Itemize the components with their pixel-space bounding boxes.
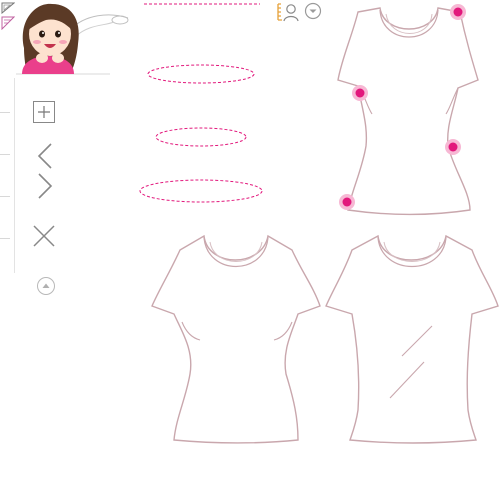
prev-icon[interactable] xyxy=(36,142,54,170)
scroll-up-icon[interactable] xyxy=(36,276,56,296)
tshirt-main[interactable] xyxy=(320,0,500,218)
tshirt-straight[interactable] xyxy=(322,228,500,448)
girl-avatar xyxy=(16,3,129,75)
seam-point-underarm xyxy=(352,85,368,101)
left-ruler-strip xyxy=(0,78,15,273)
close-icon[interactable] xyxy=(32,224,56,248)
bust-guide xyxy=(147,64,255,84)
measurement-guides xyxy=(139,3,263,203)
pencil-corner-icon[interactable] xyxy=(1,16,16,31)
seam-point-waist xyxy=(445,139,461,155)
next-icon[interactable] xyxy=(36,172,54,200)
hip-guide xyxy=(139,179,263,203)
page-corner-icon[interactable] xyxy=(1,1,16,15)
seam-point-hem xyxy=(339,194,355,210)
user-ruler-icon[interactable] xyxy=(276,2,302,22)
waist-guide xyxy=(155,127,247,147)
tshirt-fitted[interactable] xyxy=(146,228,326,448)
seam-point-shoulder xyxy=(450,4,466,20)
add-icon[interactable] xyxy=(33,101,55,123)
chevron-down-circle-icon[interactable] xyxy=(304,2,322,20)
